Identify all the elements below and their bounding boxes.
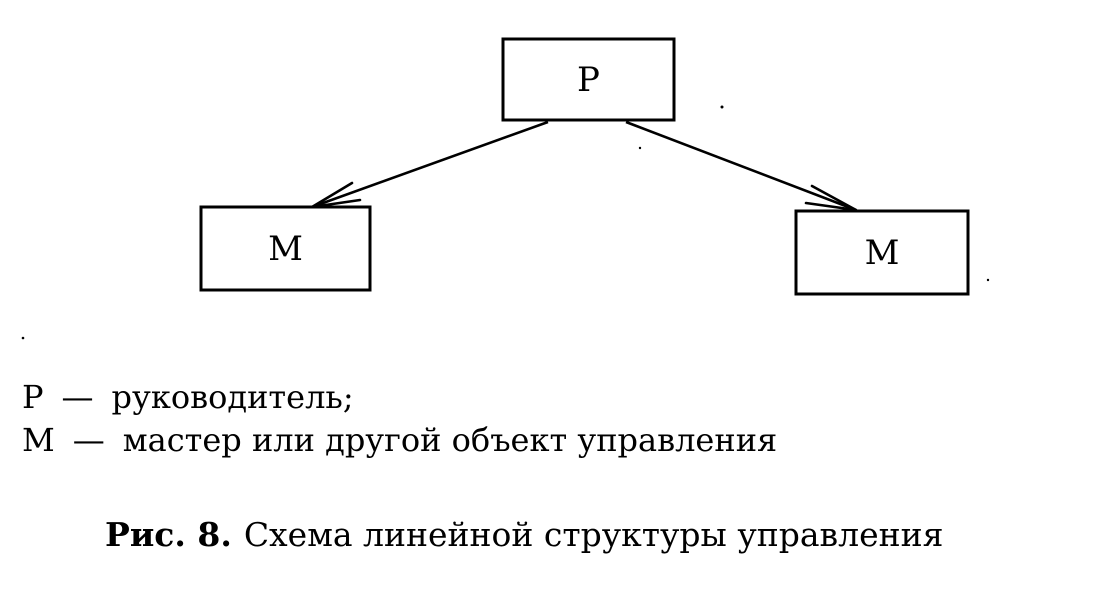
legend-dash: — — [72, 421, 105, 459]
arrowhead-right — [804, 184, 858, 212]
node-root: Р — [501, 37, 676, 122]
legend-symbol: М — [22, 421, 55, 459]
legend-text: мастер или другой объект управления — [122, 421, 778, 459]
scan-speck — [638, 146, 642, 150]
edge-root-to-left — [311, 120, 549, 209]
node-left: М — [199, 205, 372, 292]
legend-item-manager: Р — руководитель; — [22, 376, 777, 419]
node-right-label: М — [865, 233, 900, 273]
node-root-label: Р — [577, 60, 600, 100]
legend-symbol: Р — [22, 378, 44, 416]
legend-item-master: М — мастер или другой объект управления — [22, 419, 777, 462]
legend-text: руководитель; — [111, 378, 354, 416]
arrowhead-left — [310, 181, 362, 209]
scan-speck — [986, 278, 990, 282]
legend-dash: — — [61, 378, 94, 416]
node-left-label: М — [268, 229, 303, 269]
edge-root-to-right — [625, 120, 857, 212]
legend: Р—руководитель; М—мастер или другой объе… — [22, 376, 777, 462]
figure-caption: Рис. 8. Схема линейной структуры управлен… — [105, 515, 943, 554]
figure-title: Схема линейной структуры управления — [243, 515, 944, 554]
scan-speck — [720, 105, 724, 109]
figure-number: Рис. 8. — [105, 515, 232, 554]
scan-speck — [21, 336, 25, 340]
node-right: М — [794, 209, 970, 296]
